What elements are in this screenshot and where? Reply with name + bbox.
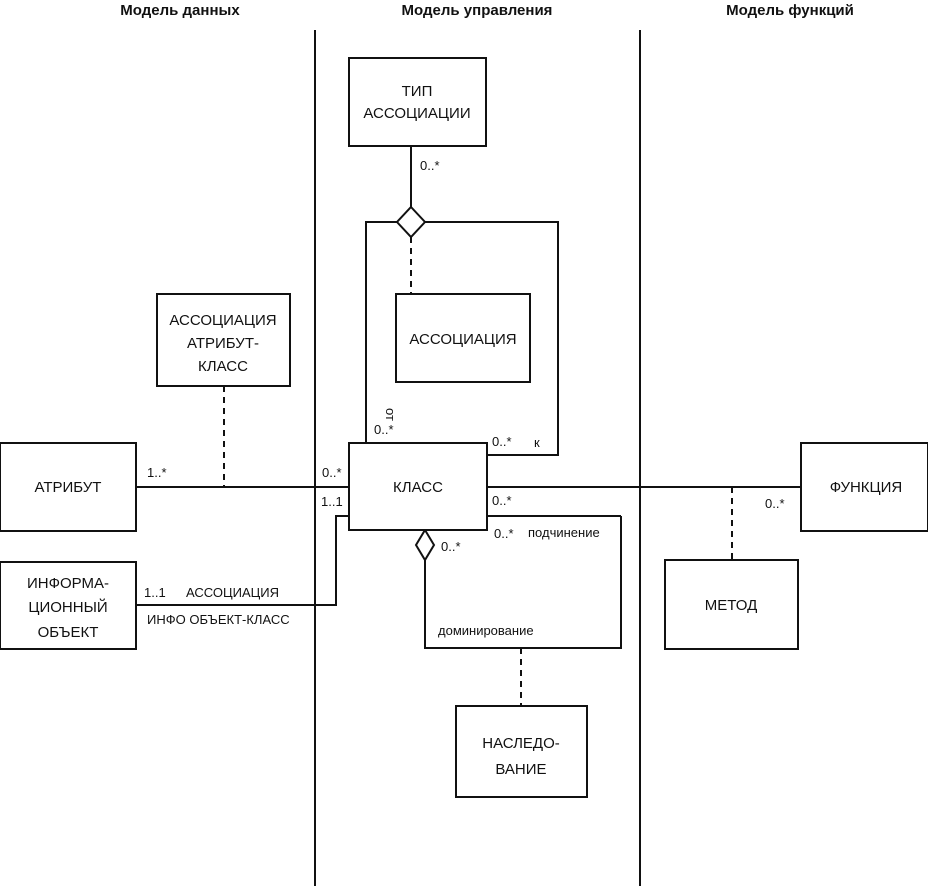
line-subordination-loop (424, 516, 622, 649)
entity-info-object-line1: ИНФОРМА- (27, 575, 109, 592)
label-assoc-type-mult: 0..* (420, 158, 440, 173)
entity-inheritance-line2: ВАНИЕ (495, 761, 546, 778)
entity-class: КЛАСС (348, 442, 488, 531)
entity-function: ФУНКЦИЯ (800, 442, 928, 532)
label-func-mult: 0..* (765, 496, 785, 511)
entity-method-label: МЕТОД (705, 597, 758, 614)
label-class-func-mult: 0..* (492, 493, 512, 508)
line-info-object-class (136, 515, 349, 606)
entity-association: АССОЦИАЦИЯ (395, 293, 531, 383)
entity-class-label: КЛАСС (393, 479, 443, 496)
line-to-branch (424, 221, 559, 456)
entity-assoc-type-line2: АССОЦИАЦИИ (363, 105, 470, 122)
header-function-model: Модель функций (726, 2, 854, 19)
label-subordination: подчинение (528, 525, 600, 540)
label-to: к (534, 435, 540, 450)
label-info-assoc-line1: АССОЦИАЦИЯ (186, 585, 279, 600)
entity-association-label: АССОЦИАЦИЯ (409, 331, 516, 348)
entity-attr-class-assoc: АССОЦИАЦИЯ АТРИБУТ- КЛАСС (156, 293, 291, 387)
entity-info-object: ИНФОРМА- ЦИОННЫЙ ОБЪЕКТ (0, 561, 137, 650)
label-from-mult: 0..* (374, 422, 394, 437)
header-control-model: Модель управления (402, 2, 553, 19)
entity-info-object-line3: ОБЪЕКТ (38, 624, 99, 641)
label-info-assoc-line2: ИНФО ОБЪЕКТ-КЛАСС (147, 612, 290, 627)
entity-assoc-type-line1: ТИП (402, 83, 433, 100)
entity-attribute-label: АТРИБУТ (35, 479, 102, 496)
association-diamond (395, 205, 427, 239)
label-class-attr-mult: 0..* (322, 465, 342, 480)
entity-inheritance-line1: НАСЛЕДО- (482, 735, 560, 752)
label-info-mult: 1..1 (144, 585, 166, 600)
entity-assoc-type: ТИП АССОЦИАЦИИ (348, 57, 487, 147)
label-attr-mult: 1..* (147, 465, 167, 480)
header-data-model: Модель данных (120, 2, 240, 19)
entity-attr-class-assoc-line2: АТРИБУТ- (187, 335, 259, 352)
inheritance-diamond (414, 528, 436, 562)
label-to-mult: 0..* (492, 434, 512, 449)
entity-attribute: АТРИБУТ (0, 442, 137, 532)
label-sub-mult: 0..* (494, 526, 514, 541)
label-domination: доминирование (438, 623, 534, 638)
label-class-info-mult: 1..1 (321, 494, 343, 509)
line-from-branch (365, 221, 398, 443)
entity-function-label: ФУНКЦИЯ (830, 479, 903, 496)
entity-info-object-line2: ЦИОННЫЙ (28, 598, 107, 616)
entity-attr-class-assoc-line1: АССОЦИАЦИЯ (169, 312, 276, 329)
entity-method: МЕТОД (664, 559, 799, 650)
entity-attr-class-assoc-line3: КЛАСС (198, 358, 248, 375)
label-dom-mult: 0..* (441, 539, 461, 554)
label-from: от (383, 408, 398, 421)
entity-inheritance: НАСЛЕДО- ВАНИЕ (455, 705, 588, 798)
